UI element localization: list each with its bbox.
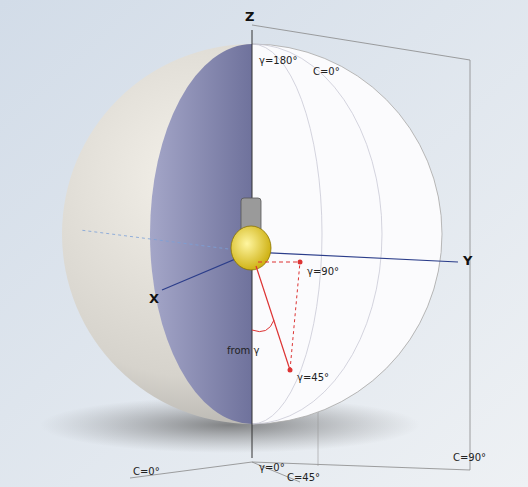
angle-label: from γ [226, 345, 260, 356]
angle-label: C=0° [132, 466, 161, 477]
angle-label: γ=0° [258, 462, 286, 473]
axis-label: Y [462, 254, 473, 268]
angle-label: C=0° [312, 66, 341, 77]
axis-label: X [148, 292, 160, 306]
angle-label: γ=45° [296, 372, 330, 383]
angle-label: γ=90° [306, 266, 340, 277]
axis-label: Z [244, 10, 255, 24]
angle-label: γ=180° [258, 55, 298, 66]
angle-label: C=90° [452, 452, 487, 463]
angle-label: C=45° [286, 472, 321, 483]
